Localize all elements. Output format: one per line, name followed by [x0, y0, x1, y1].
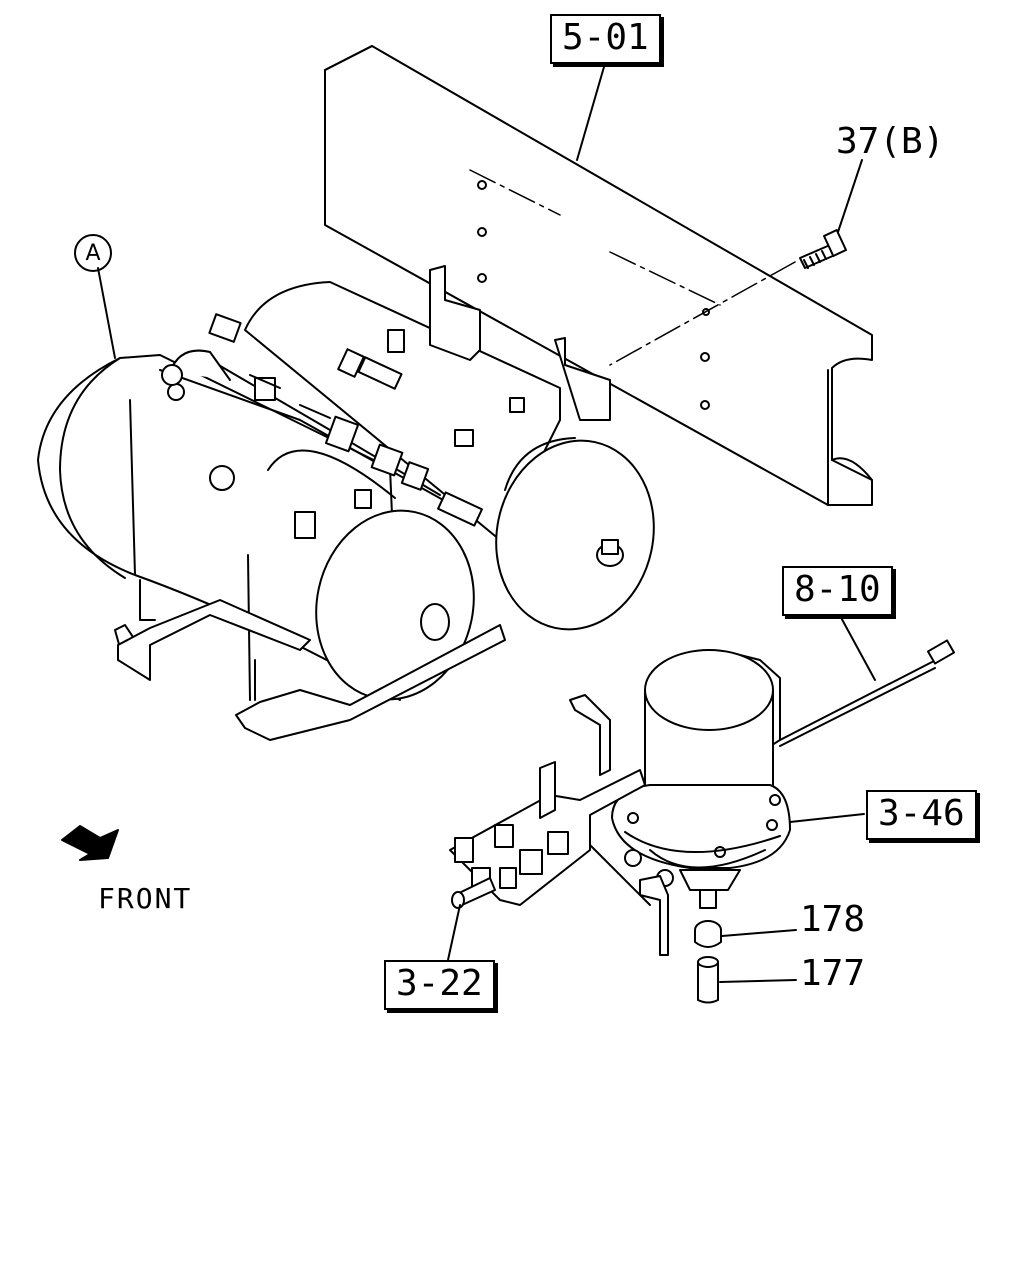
- detail-marker-a[interactable]: A: [74, 234, 112, 272]
- leader-lines: [97, 59, 876, 983]
- dryer-wire-harness: [779, 639, 956, 747]
- center-line: [469, 169, 561, 216]
- tank-mount-brackets: [114, 265, 611, 741]
- front-arrow-icon: [61, 825, 119, 861]
- dryer-bracket: [569, 694, 669, 956]
- rear-air-tank: [244, 281, 655, 631]
- air-lines-and-fittings: [159, 313, 483, 527]
- part-label-177[interactable]: 177: [800, 953, 866, 994]
- center-line: [609, 251, 721, 306]
- air-dryer: [611, 649, 791, 909]
- frame-rail: [324, 45, 873, 506]
- ref-label-5-01[interactable]: 5-01: [550, 14, 661, 64]
- part-178-fitting: [694, 920, 722, 948]
- front-direction-label: FRONT: [98, 882, 193, 915]
- bolt-37b-icon: [799, 229, 847, 269]
- protection-valve-manifold: [449, 761, 646, 909]
- part-177-sleeve: [697, 956, 719, 1004]
- part-label-37b[interactable]: 37(B): [836, 121, 945, 162]
- ref-label-8-10[interactable]: 8-10: [782, 566, 893, 616]
- center-line: [609, 261, 796, 366]
- ref-label-3-22[interactable]: 3-22: [384, 960, 495, 1010]
- detail-marker-a-text: A: [85, 240, 101, 266]
- part-label-178[interactable]: 178: [800, 899, 866, 940]
- ref-label-3-46[interactable]: 3-46: [866, 790, 977, 840]
